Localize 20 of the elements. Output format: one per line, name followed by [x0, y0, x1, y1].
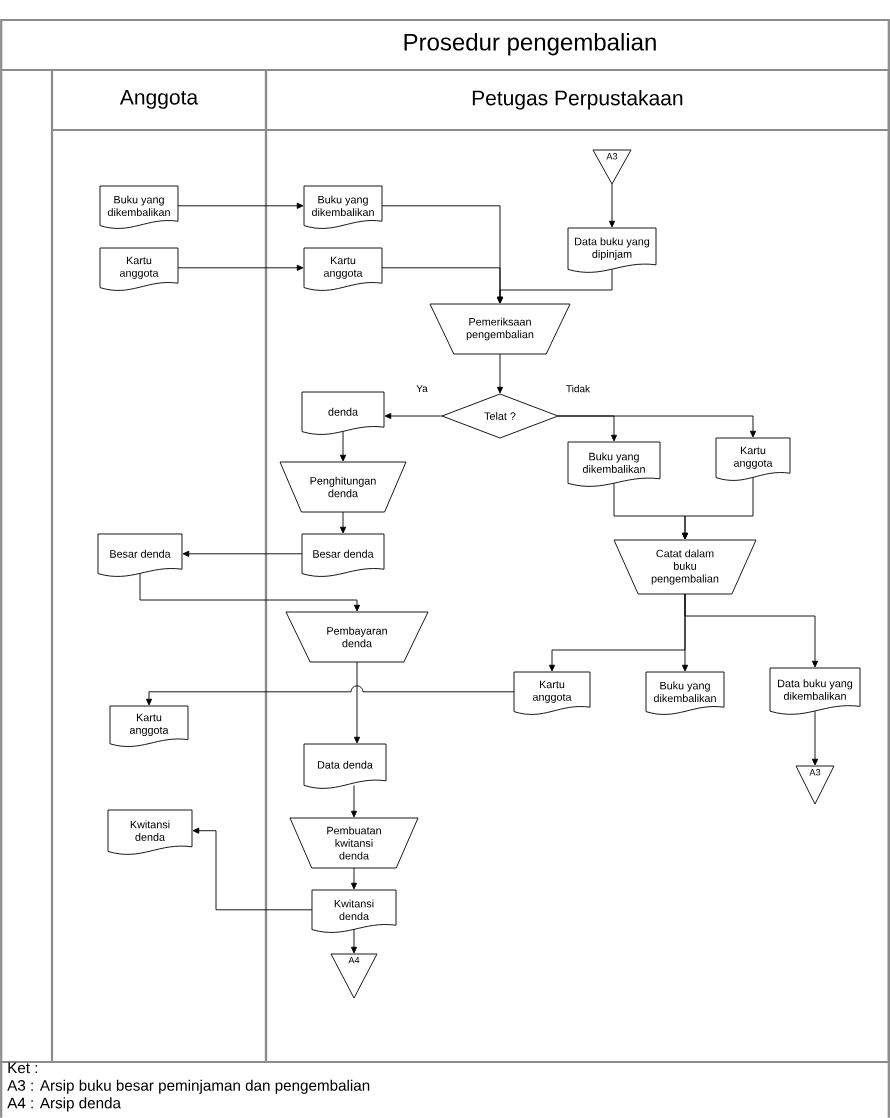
- arrow: [350, 867, 358, 890]
- arrow: [353, 661, 361, 744]
- arrow: [608, 183, 616, 228]
- arrow: [145, 685, 515, 706]
- arrow: [192, 827, 313, 911]
- arrow: [177, 202, 304, 209]
- arrow: [339, 431, 347, 462]
- arrow: [350, 784, 358, 818]
- arrow: [384, 412, 443, 420]
- arrow: [139, 573, 361, 612]
- arrow: [350, 929, 358, 954]
- arrow: [681, 477, 754, 540]
- arrow: [811, 710, 819, 766]
- arrow: [182, 550, 303, 557]
- arrow: [684, 593, 819, 668]
- arrow: [557, 415, 757, 438]
- arrow: [496, 268, 613, 304]
- arrow: [496, 353, 504, 394]
- arrow: [339, 511, 347, 534]
- arrow: [177, 264, 304, 271]
